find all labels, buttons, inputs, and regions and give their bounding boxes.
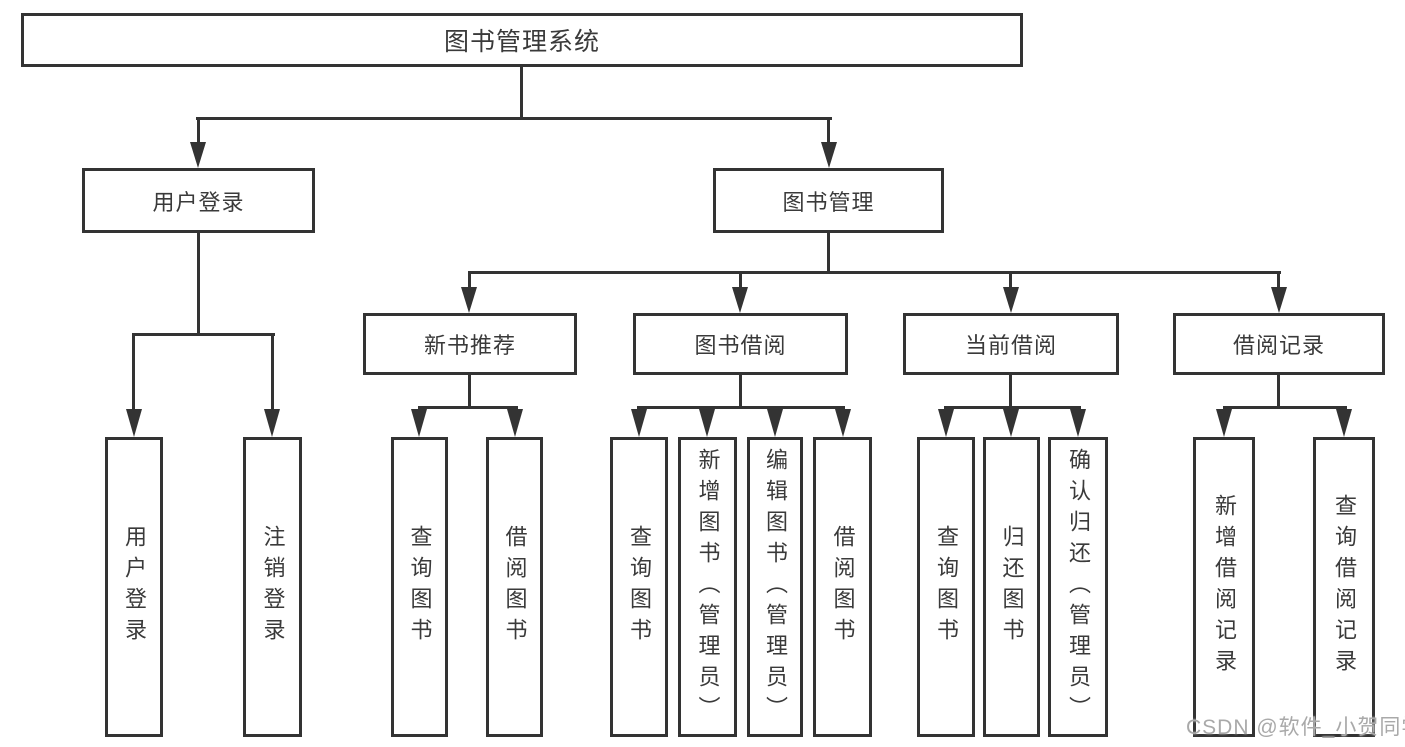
leaf-add-books-admin-label: 新增图书（管理员）	[695, 447, 721, 727]
leaf-confirm-return-admin-label: 确认归还（管理员）	[1066, 447, 1091, 727]
leaf-query-books-recommend-label: 查询图书	[407, 525, 433, 649]
node-book-management-label: 图书管理	[782, 189, 875, 215]
leaf-edit-books-admin-label: 编辑图书（管理员）	[763, 447, 788, 727]
down-arrowhead	[938, 409, 954, 437]
down-arrowhead	[1336, 409, 1352, 437]
leaf-query-books-borrowing-label: 查询图书	[627, 525, 652, 649]
leaf-query-books-current-label: 查询图书	[934, 525, 959, 649]
down-arrowhead	[835, 409, 851, 437]
node-new-book-recommendation-label: 新书推荐	[423, 333, 516, 358]
down-arrowhead	[507, 409, 523, 437]
node-user-login: 用户登录	[82, 168, 315, 233]
down-arrowhead	[767, 409, 783, 437]
leaf-borrow-books-recommend-label: 借阅图书	[502, 525, 528, 649]
leaf-borrow-books-recommend: 借阅图书	[486, 437, 543, 737]
leaf-confirm-return-admin: 确认归还（管理员）	[1048, 437, 1108, 737]
leaf-add-borrow-record: 新增借阅记录	[1193, 437, 1255, 737]
connector-recommend-rail	[418, 406, 518, 409]
down-arrowhead	[699, 409, 715, 437]
watermark: CSDN @软件_小贺同学	[1186, 716, 1405, 739]
connector-borrowing-stem	[739, 374, 742, 408]
down-arrowhead	[1216, 409, 1232, 437]
leaf-borrow-books: 借阅图书	[813, 437, 872, 737]
down-arrowhead	[1003, 287, 1019, 313]
connector-current-rail	[944, 406, 1081, 409]
connector-level1-rail	[196, 117, 832, 120]
leaf-logout: 注销登录	[243, 437, 302, 737]
leaf-return-books: 归还图书	[983, 437, 1040, 737]
down-arrowhead	[1003, 409, 1019, 437]
node-user-login-label: 用户登录	[152, 189, 245, 215]
leaf-query-books-current: 查询图书	[917, 437, 975, 737]
connector-records-rail	[1223, 406, 1347, 409]
node-borrowing-records-label: 借阅记录	[1232, 333, 1325, 358]
leaf-add-books-admin: 新增图书（管理员）	[678, 437, 737, 737]
connector-book-management-stem	[827, 233, 830, 274]
down-arrowhead	[411, 409, 427, 437]
down-arrowhead	[732, 287, 748, 313]
down-arrowhead	[461, 287, 477, 313]
connector-drop-recommend	[468, 271, 471, 293]
down-arrowhead	[264, 409, 280, 437]
leaf-user-login-label: 用户登录	[122, 525, 147, 649]
down-arrowhead	[190, 142, 206, 168]
connector-recommend-stem	[468, 375, 471, 408]
down-arrowhead	[821, 142, 837, 168]
leaf-logout-label: 注销登录	[260, 525, 286, 649]
down-arrowhead	[1070, 409, 1086, 437]
connector-drop-leaf-logout	[271, 333, 274, 413]
connector-current-stem	[1009, 374, 1012, 408]
leaf-borrow-books-label: 借阅图书	[830, 525, 856, 649]
connector-user-login-stem	[197, 233, 200, 336]
leaf-add-borrow-record-label: 新增借阅记录	[1212, 494, 1237, 680]
node-book-borrowing: 图书借阅	[633, 313, 848, 375]
connector-drop-records	[1277, 271, 1280, 293]
node-new-book-recommendation: 新书推荐	[363, 313, 577, 375]
connector-drop-borrowing	[739, 271, 742, 293]
node-current-borrowing-label: 当前借阅	[964, 333, 1057, 358]
leaf-return-books-label: 归还图书	[999, 525, 1025, 649]
connector-drop-current	[1009, 271, 1012, 293]
connector-drop-user-login	[197, 117, 200, 147]
connector-root-stem	[520, 67, 523, 119]
leaf-query-books-borrowing: 查询图书	[610, 437, 668, 737]
node-current-borrowing: 当前借阅	[903, 313, 1119, 375]
connector-level2-rail	[468, 271, 1281, 274]
connector-user-login-rail	[132, 333, 275, 336]
leaf-edit-books-admin: 编辑图书（管理员）	[747, 437, 803, 737]
leaf-query-borrow-record-label: 查询借阅记录	[1332, 494, 1357, 680]
connector-borrowing-rail	[637, 406, 845, 409]
leaf-user-login: 用户登录	[105, 437, 163, 737]
connector-records-stem	[1277, 374, 1280, 408]
node-borrowing-records: 借阅记录	[1173, 313, 1385, 375]
connector-drop-book-management	[827, 117, 830, 147]
leaf-query-books-recommend: 查询图书	[391, 437, 448, 737]
leaf-query-borrow-record: 查询借阅记录	[1313, 437, 1375, 737]
node-root: 图书管理系统	[21, 13, 1023, 67]
node-book-management: 图书管理	[713, 168, 944, 233]
down-arrowhead	[126, 409, 142, 437]
node-root-label: 图书管理系统	[443, 28, 600, 56]
down-arrowhead	[1271, 287, 1287, 313]
connector-drop-leaf-user-login	[132, 333, 135, 413]
down-arrowhead	[631, 409, 647, 437]
node-book-borrowing-label: 图书借阅	[694, 333, 787, 358]
